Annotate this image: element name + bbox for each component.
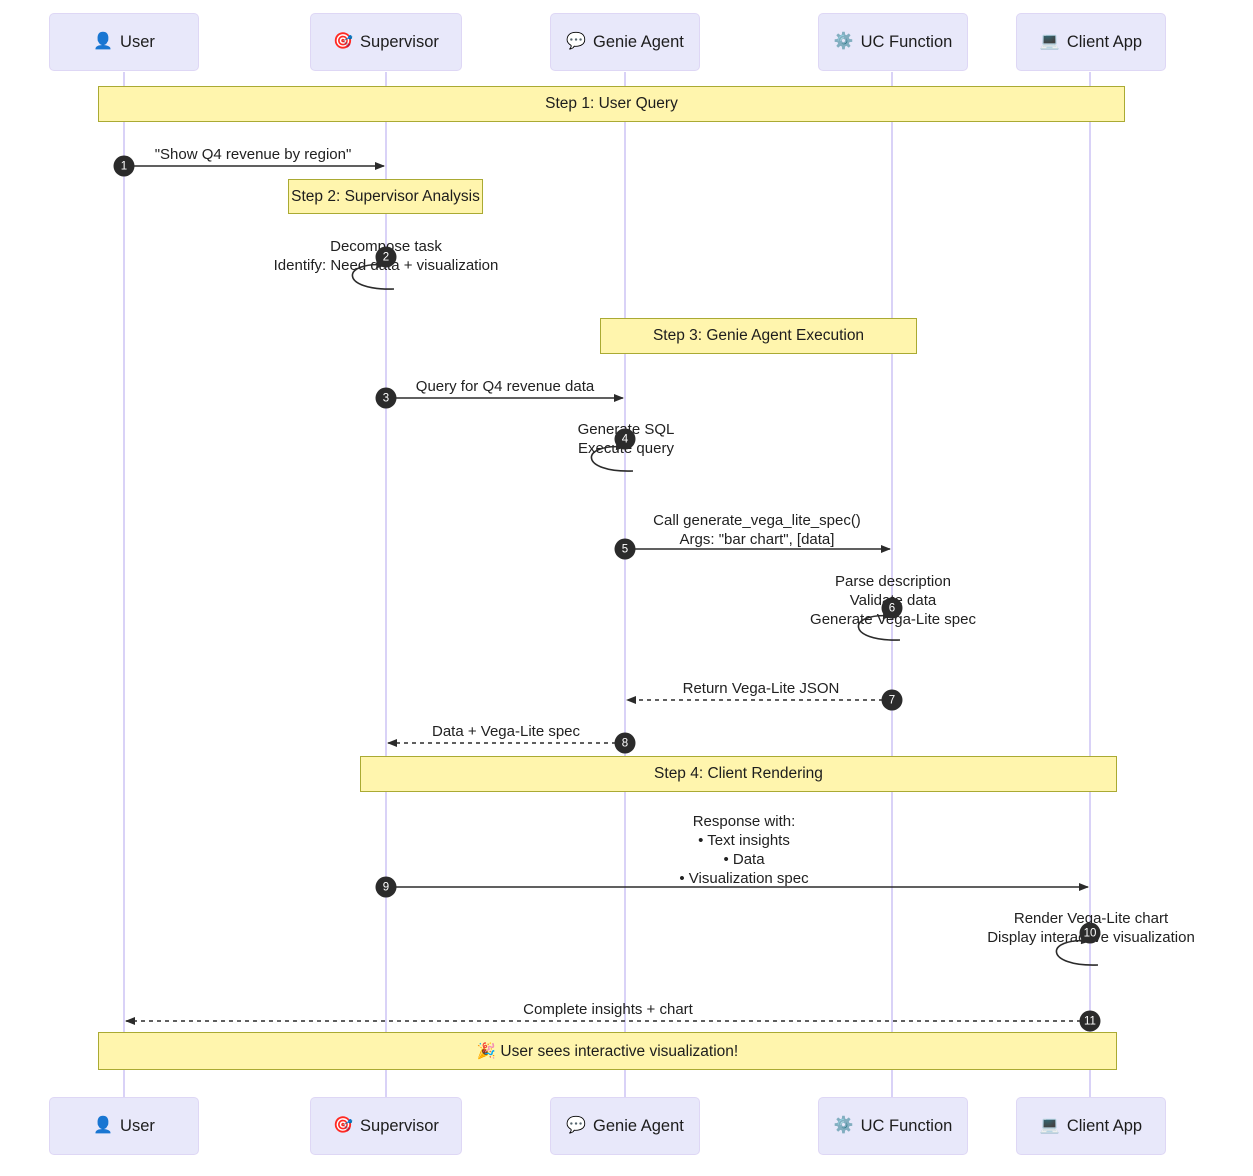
message-label-8: Data + Vega-Lite spec xyxy=(432,722,580,741)
lifeline-genie xyxy=(624,72,626,1097)
target-icon: 🎯 xyxy=(333,33,354,50)
actor-label: Genie Agent xyxy=(593,32,684,51)
sequence-badge-2: 2 xyxy=(375,246,397,268)
laptop-icon: 💻 xyxy=(1039,1117,1060,1134)
actor-genie-bottom[interactable]: 💬 Genie Agent xyxy=(550,1097,700,1155)
message-label-line: • Visualization spec xyxy=(679,870,809,887)
sequence-badge-8: 8 xyxy=(614,732,636,754)
message-label-line: Args: "bar chart", [data] xyxy=(679,531,835,548)
message-label-line: "Show Q4 revenue by region" xyxy=(154,146,352,163)
note-final: 🎉 User sees interactive visualization! xyxy=(98,1032,1117,1070)
actor-supervisor-bottom[interactable]: 🎯 Supervisor xyxy=(310,1097,462,1155)
actor-ucfunction-top[interactable]: ⚙️ UC Function xyxy=(818,13,968,71)
laptop-icon: 💻 xyxy=(1039,33,1060,50)
actor-label: Supervisor xyxy=(360,32,439,51)
message-label-line: • Text insights xyxy=(698,832,790,849)
sequence-badge-4: 4 xyxy=(614,428,636,450)
lifeline-supervisor xyxy=(385,72,387,1097)
message-label-line: • Data xyxy=(723,851,765,868)
target-icon: 🎯 xyxy=(333,1117,354,1134)
actor-label: UC Function xyxy=(860,32,953,51)
gear-icon: ⚙️ xyxy=(833,33,854,50)
note-step2: Step 2: Supervisor Analysis xyxy=(288,179,483,214)
message-label-line: Parse description xyxy=(835,573,951,590)
message-label-line: Return Vega-Lite JSON xyxy=(682,680,840,697)
message-label-3: Query for Q4 revenue data xyxy=(416,377,594,396)
actor-label: Client App xyxy=(1066,32,1143,51)
actor-genie-top[interactable]: 💬 Genie Agent xyxy=(550,13,700,71)
note-step4: Step 4: Client Rendering xyxy=(360,756,1117,792)
actor-label: UC Function xyxy=(860,1116,953,1135)
sequence-badge-10: 10 xyxy=(1079,922,1101,944)
actor-label: User xyxy=(120,32,155,51)
sequence-badge-1: 1 xyxy=(113,155,135,177)
gear-icon: ⚙️ xyxy=(833,1117,854,1134)
actor-user-bottom[interactable]: 👤 User xyxy=(49,1097,199,1155)
message-label-1: "Show Q4 revenue by region" xyxy=(155,145,352,164)
message-label-line: Complete insights + chart xyxy=(523,1001,693,1018)
note-step3: Step 3: Genie Agent Execution xyxy=(600,318,917,354)
actor-supervisor-top[interactable]: 🎯 Supervisor xyxy=(310,13,462,71)
actor-label: User xyxy=(120,1116,155,1135)
speech-bubble-icon: 💬 xyxy=(566,33,587,50)
actor-label: Client App xyxy=(1066,1116,1143,1135)
message-label-line: Data + Vega-Lite spec xyxy=(431,723,581,740)
message-label-line: Render Vega-Lite chart xyxy=(1013,910,1169,927)
actor-label: Genie Agent xyxy=(593,1116,684,1135)
sequence-badge-11: 11 xyxy=(1079,1010,1101,1032)
message-label-5: Call generate_vega_lite_spec() Args: "bar… xyxy=(653,511,861,549)
note-step1: Step 1: User Query xyxy=(98,86,1125,122)
lifeline-clientapp xyxy=(1089,72,1091,1097)
actor-clientapp-bottom[interactable]: 💻 Client App xyxy=(1016,1097,1166,1155)
lifeline-user xyxy=(123,72,125,1097)
actor-label: Supervisor xyxy=(360,1116,439,1135)
sequence-badge-7: 7 xyxy=(881,689,903,711)
sequence-badge-5: 5 xyxy=(614,538,636,560)
actor-user-top[interactable]: 👤 User xyxy=(49,13,199,71)
sequence-badge-3: 3 xyxy=(375,387,397,409)
actor-clientapp-top[interactable]: 💻 Client App xyxy=(1016,13,1166,71)
user-icon: 👤 xyxy=(93,33,114,50)
message-label-7: Return Vega-Lite JSON xyxy=(683,679,840,698)
speech-bubble-icon: 💬 xyxy=(566,1117,587,1134)
message-label-line: Response with: xyxy=(692,813,796,830)
lifeline-ucfunction xyxy=(891,72,893,1097)
actor-ucfunction-bottom[interactable]: ⚙️ UC Function xyxy=(818,1097,968,1155)
message-label-9: Response with: • Text insights • Data • Vis… xyxy=(679,812,808,888)
sequence-badge-6: 6 xyxy=(881,597,903,619)
message-label-11: Complete insights + chart xyxy=(523,1000,693,1019)
sequence-badge-9: 9 xyxy=(375,876,397,898)
message-label-line: Query for Q4 revenue data xyxy=(415,378,595,395)
message-label-line: Call generate_vega_lite_spec() xyxy=(653,512,861,529)
user-icon: 👤 xyxy=(93,1117,114,1134)
